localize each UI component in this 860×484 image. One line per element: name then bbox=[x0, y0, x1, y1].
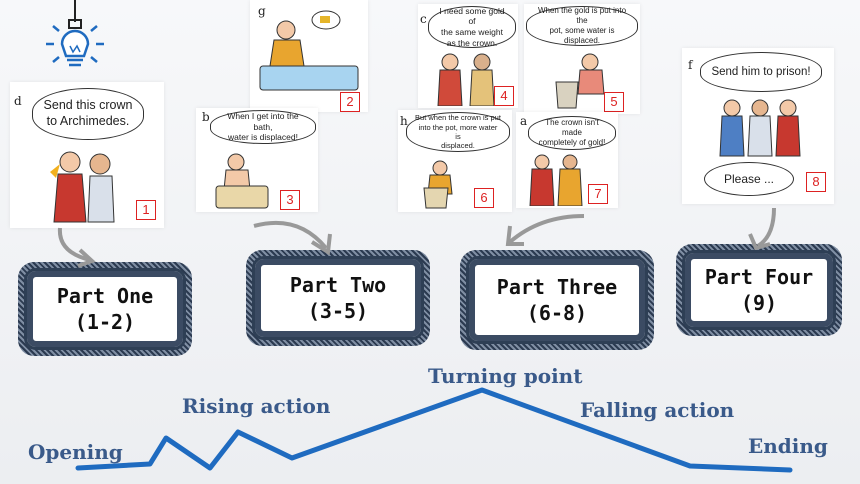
plot-structure-line bbox=[75, 387, 793, 473]
stage-opening: Opening bbox=[28, 440, 123, 464]
panel-3: b When I get into the bath, water is dis… bbox=[196, 108, 318, 212]
speech-bubble: When the gold is put into the pot, some … bbox=[526, 6, 638, 46]
panel-letter: b bbox=[202, 110, 210, 124]
panel-7: a The crown isn't made completely of gol… bbox=[516, 112, 618, 208]
king-figure bbox=[40, 144, 130, 228]
stage-turning-point: Turning point bbox=[428, 364, 583, 388]
panel-5: When the gold is put into the pot, some … bbox=[524, 4, 640, 114]
panel-number: 3 bbox=[280, 190, 300, 210]
panel-number: 5 bbox=[604, 92, 624, 112]
part-title: Part Two bbox=[289, 273, 387, 297]
panel-letter: h bbox=[400, 114, 408, 128]
part-range: (3-5) bbox=[307, 299, 369, 323]
part-range: (1-2) bbox=[74, 310, 136, 334]
panel-letter: a bbox=[520, 114, 528, 128]
panel-letter: g bbox=[258, 4, 266, 18]
part-range: (6-8) bbox=[526, 301, 588, 325]
part-range: (9) bbox=[740, 291, 778, 315]
merchant-figure bbox=[432, 52, 504, 110]
archimedes-figure bbox=[526, 152, 590, 210]
part-title: Part Four bbox=[704, 265, 814, 289]
panel-number: 6 bbox=[474, 188, 494, 208]
bath-figure bbox=[256, 8, 362, 96]
lightbulb-icon bbox=[40, 0, 110, 80]
curved-arrow-icon bbox=[253, 220, 332, 256]
speech-bubble: When I get into the bath, water is displ… bbox=[210, 110, 316, 144]
pot-figure bbox=[552, 52, 612, 114]
part-title: Part Three bbox=[496, 275, 618, 299]
speech-bubble: I need some gold of the same weight as t… bbox=[428, 6, 516, 48]
stage-ending: Ending bbox=[748, 434, 828, 458]
panel-number: 2 bbox=[340, 92, 360, 112]
panel-number: 8 bbox=[806, 172, 826, 192]
panel-letter: c bbox=[420, 12, 427, 26]
pot-figure bbox=[418, 158, 474, 214]
panel-number: 7 bbox=[588, 184, 608, 204]
speech-bubble: But when the crown is put into the pot, … bbox=[406, 112, 510, 152]
panel-number: 4 bbox=[494, 86, 514, 106]
part-one-box: Part One (1-2) bbox=[18, 262, 192, 356]
speech-bubble: Send him to prison! bbox=[700, 52, 822, 92]
guards-figure bbox=[710, 96, 806, 174]
part-title: Part One bbox=[56, 284, 154, 308]
panel-letter: f bbox=[688, 58, 693, 72]
part-four-box: Part Four (9) bbox=[676, 244, 842, 336]
panel-2: g 2 bbox=[250, 0, 368, 112]
stage-rising-action: Rising action bbox=[182, 394, 331, 418]
part-three-box: Part Three (6-8) bbox=[460, 250, 654, 350]
stage-falling-action: Falling action bbox=[580, 398, 735, 422]
curved-arrow-icon bbox=[505, 214, 585, 246]
speech-bubble-please: Please ... bbox=[704, 162, 794, 196]
panel-4: c I need some gold of the same weight as… bbox=[418, 4, 518, 108]
panel-letter: d bbox=[14, 94, 22, 108]
part-two-box: Part Two (3-5) bbox=[246, 250, 430, 346]
speech-bubble: Send this crown to Archimedes. bbox=[32, 88, 144, 140]
bath-figure bbox=[214, 152, 274, 214]
panel-1: d Send this crown to Archimedes. 1 bbox=[10, 82, 164, 228]
curved-arrow-icon bbox=[57, 227, 96, 268]
speech-bubble: The crown isn't made completely of gold! bbox=[528, 116, 616, 150]
curved-arrow-icon bbox=[748, 207, 776, 251]
panel-6: h But when the crown is put into the pot… bbox=[398, 110, 512, 212]
panel-8: f Send him to prison! Please ... 8 bbox=[682, 48, 834, 204]
panel-number: 1 bbox=[136, 200, 156, 220]
